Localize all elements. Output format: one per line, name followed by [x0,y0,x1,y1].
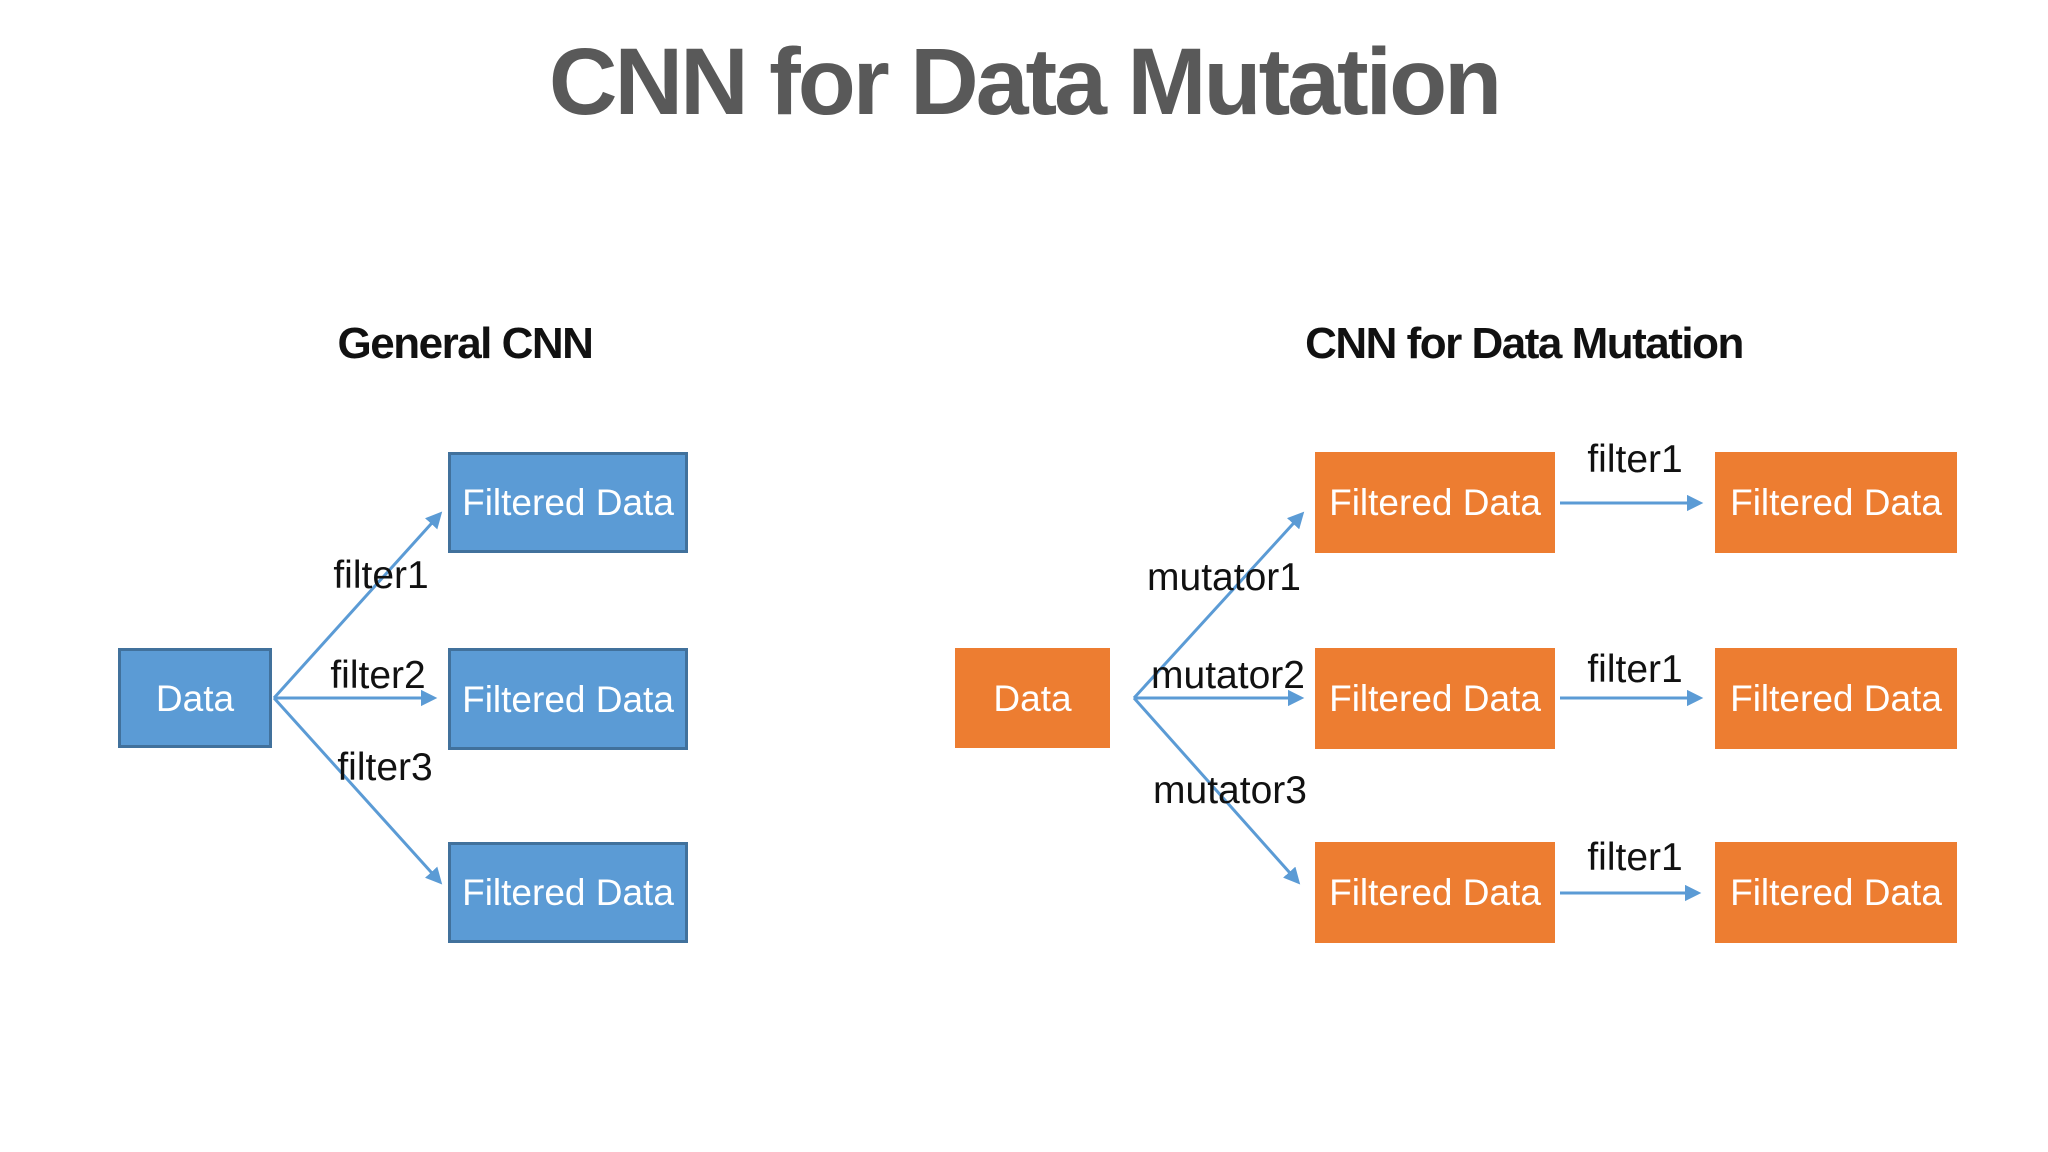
mutation-stage1-label-2: Filtered Data [1329,678,1541,719]
mutation-stage2-node-2: Filtered Data [1715,648,1957,749]
slide-title: CNN for Data Mutation [548,29,1502,135]
general-filtered-node-1: Filtered Data [448,452,688,553]
general-data-node: Data [118,648,272,748]
general-edge-label-filter2: filter2 [330,654,426,697]
general-filtered-label-1: Filtered Data [462,482,674,523]
mutation-stage2-node-1: Filtered Data [1715,452,1957,553]
mutation-data-label: Data [993,677,1072,719]
mutation-stage1-label-3: Filtered Data [1329,872,1541,913]
mutation-edge-label-mutator3: mutator3 [1153,769,1307,812]
general-filtered-node-3: Filtered Data [448,842,688,943]
general-filtered-node-2: Filtered Data [448,648,688,750]
mutation-stage2-label-1: Filtered Data [1730,482,1942,523]
mutation-stage2-label-3: Filtered Data [1730,872,1942,913]
mutation-stage2-label-2: Filtered Data [1730,678,1942,719]
mutation-edge-label-mutator1: mutator1 [1147,556,1301,599]
mutation-stage1-node-3: Filtered Data [1315,842,1555,943]
mutation-stage1-node-1: Filtered Data [1315,452,1555,553]
general-cnn-heading: General CNN [337,319,594,368]
general-edge-label-filter1: filter1 [333,554,429,597]
mutation-stage1-node-2: Filtered Data [1315,648,1555,749]
arrow-filter3 [272,696,443,885]
mutation-edge-label-mutator2: mutator2 [1151,654,1305,697]
mutation-edge-label-filter1-row2: filter1 [1587,648,1683,691]
mutation-edge-label-filter1-row3: filter1 [1587,836,1683,879]
general-edge-label-filter3: filter3 [337,746,433,789]
mutation-stage2-node-3: Filtered Data [1715,842,1957,943]
general-data-label: Data [155,677,235,719]
general-filtered-label-2: Filtered Data [462,678,674,720]
mutation-cnn-heading: CNN for Data Mutation [1305,319,1744,368]
general-filtered-label-3: Filtered Data [462,872,674,913]
mutation-stage1-label-1: Filtered Data [1329,482,1541,523]
mutation-edge-label-filter1-row1: filter1 [1587,438,1683,481]
mutation-data-node: Data [955,648,1110,748]
